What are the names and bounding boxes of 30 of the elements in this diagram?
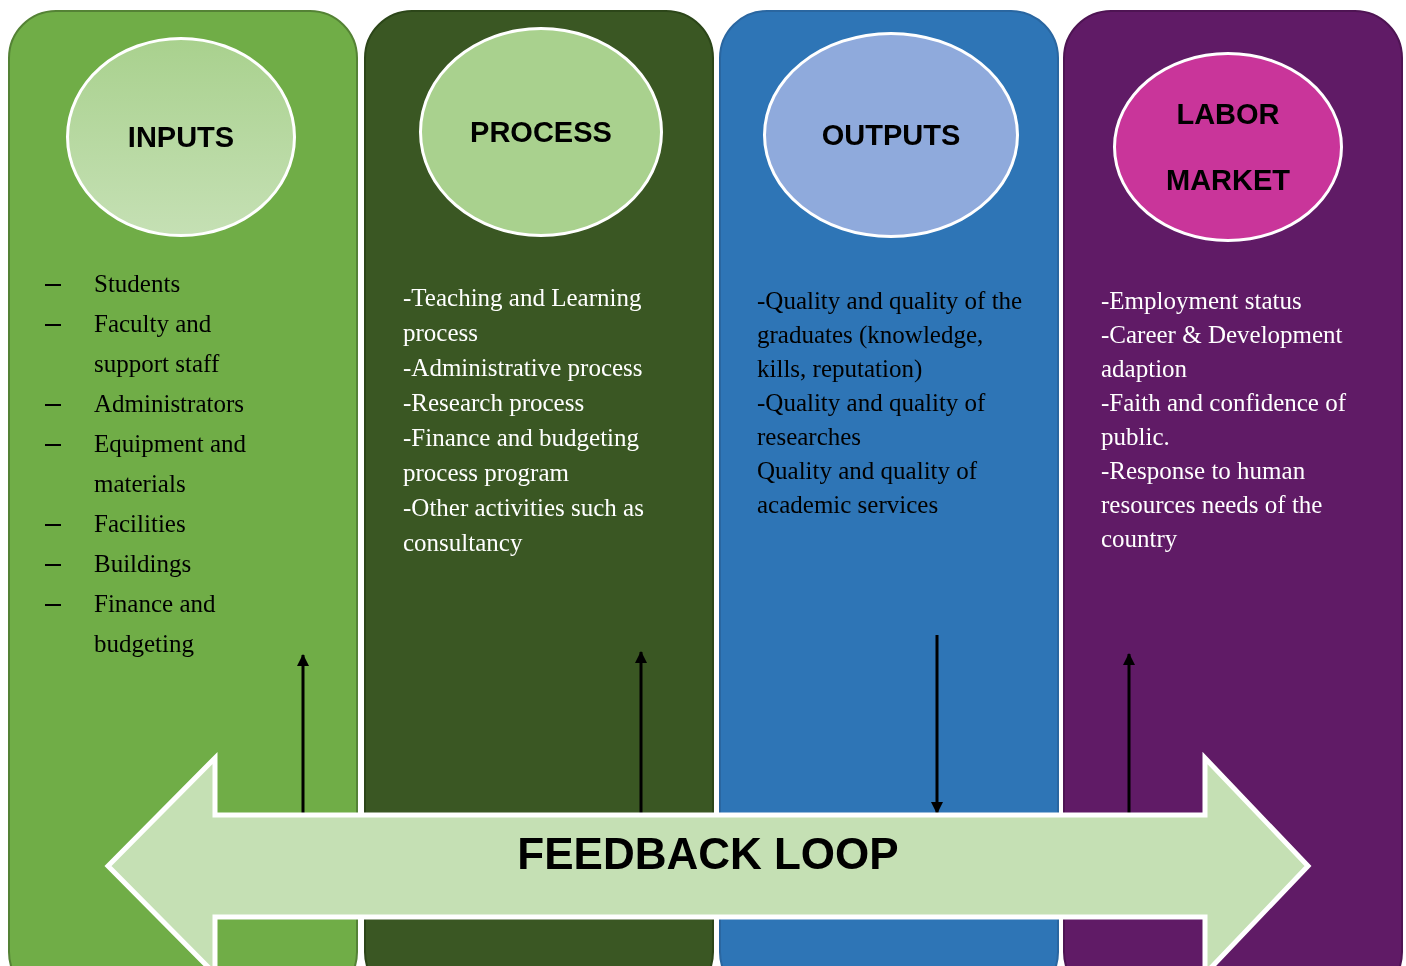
heading-text: INPUTS — [127, 120, 235, 155]
list-item: Facilities — [94, 509, 186, 539]
list-item: Finance and budgeting — [94, 589, 217, 659]
list-item: Administrators — [94, 389, 244, 419]
list-item: -Other activities such as consultancy — [403, 493, 645, 558]
heading-text: PROCESS — [470, 115, 612, 150]
list-item: -Research process — [403, 388, 585, 418]
arrow — [931, 635, 943, 814]
list-item: Buildings — [94, 549, 192, 579]
feedback-label: FEEDBACK LOOP — [516, 828, 900, 880]
list-item: Quality and quality of academic services — [757, 456, 979, 520]
heading-text: OUTPUTS — [821, 118, 961, 153]
list-item: Faculty and support staff — [94, 309, 221, 379]
column-panel — [8, 10, 358, 966]
arrow — [1123, 653, 1135, 813]
list-item: -Employment status — [1101, 286, 1302, 316]
heading-text: LABOR MARKET — [1164, 97, 1291, 198]
list-item: -Quality and quality of the graduates (knowledge, kills, reputation) — [757, 286, 1024, 384]
list-item: -Finance and budgeting process program — [403, 423, 641, 488]
list-item: -Career & Development adaption — [1101, 320, 1344, 384]
arrow — [635, 651, 647, 813]
list-item: -Faith and confidence of public. — [1101, 388, 1348, 452]
list-item: Equipment and materials — [94, 429, 248, 499]
list-item: Students — [94, 269, 181, 299]
list-item: -Response to human resources needs of the country — [1101, 456, 1324, 554]
list-item: -Administrative process — [403, 353, 643, 383]
list-item: -Teaching and Learning process — [403, 283, 643, 348]
list-item: -Quality and quality of researches — [757, 388, 987, 452]
arrow — [297, 654, 309, 813]
column-panel — [1063, 10, 1403, 966]
